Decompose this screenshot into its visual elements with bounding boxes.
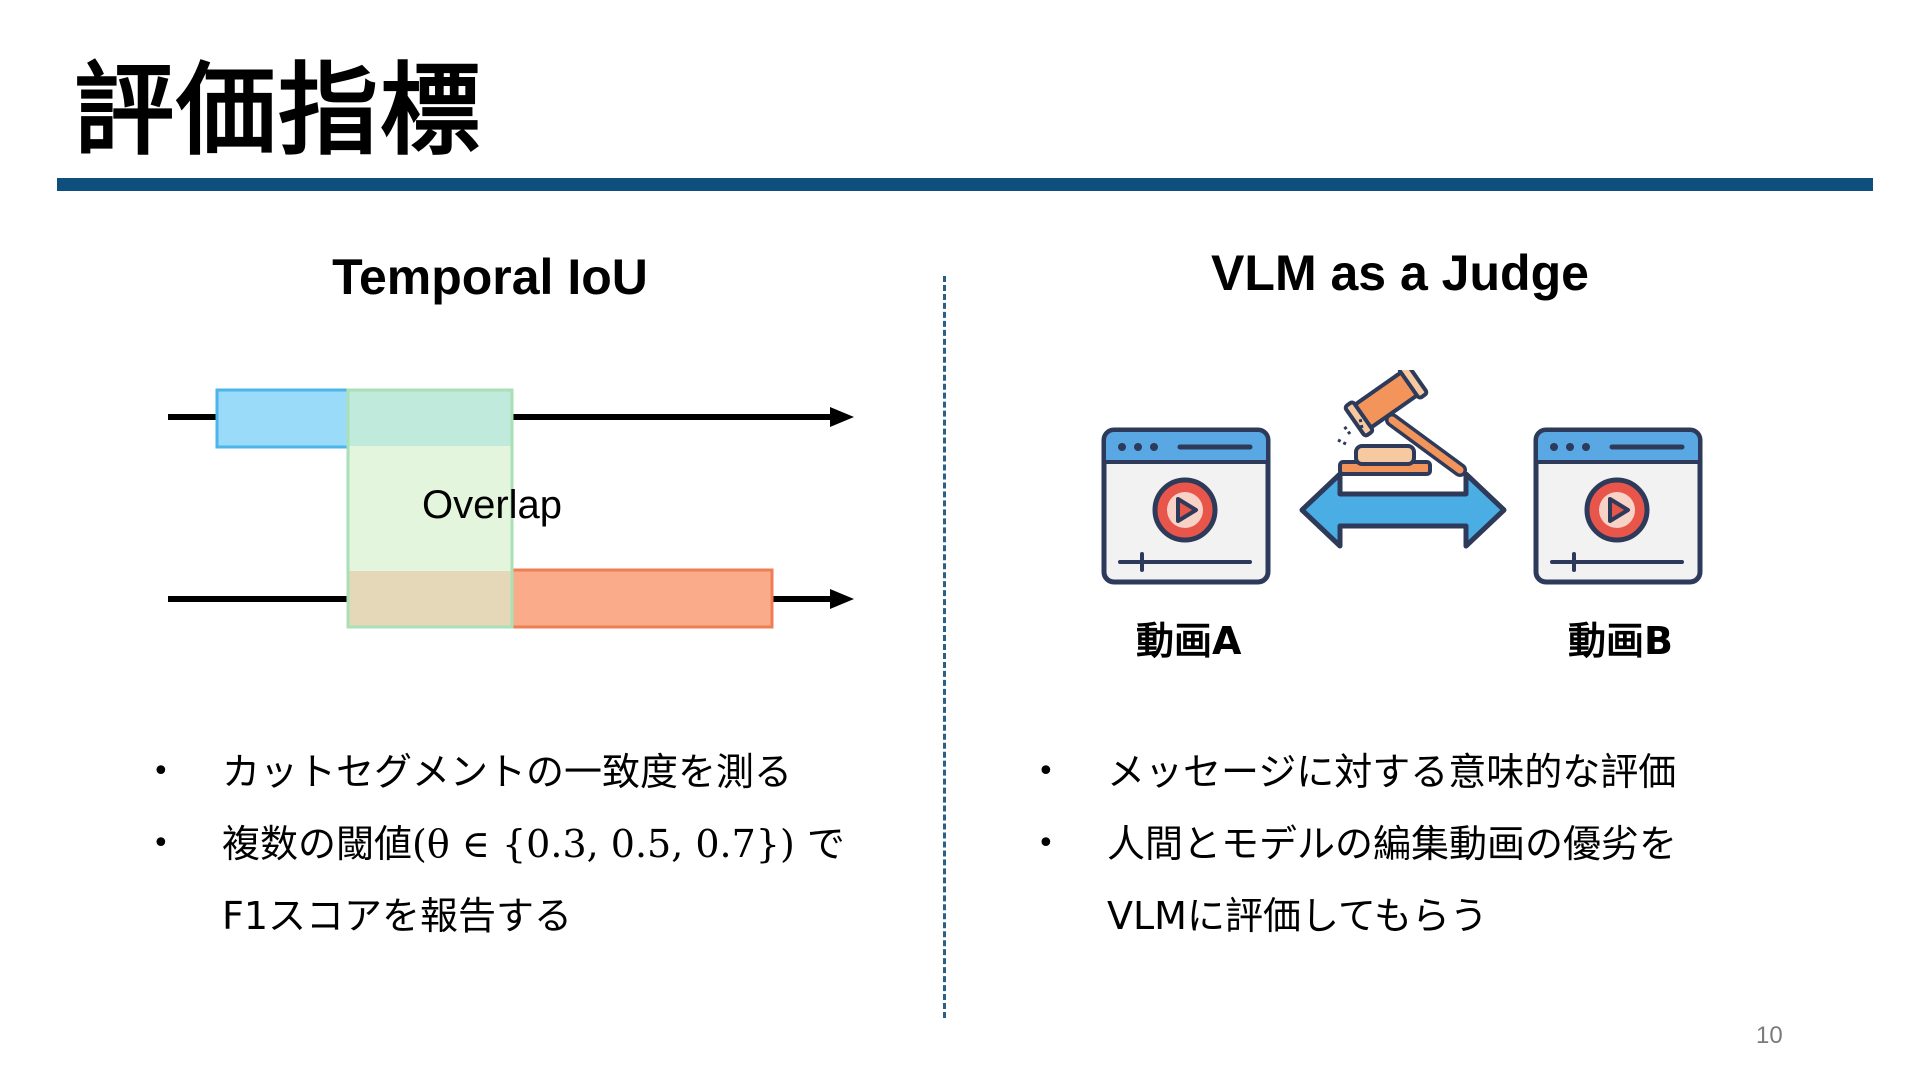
left-bullet-3-text: F1スコアを報告する <box>222 894 573 938</box>
right-bullet-2-continuation: VLMに評価してもらう <box>1107 880 1677 952</box>
vlm-judge-diagram <box>1101 370 1703 585</box>
overlap-top-band <box>349 391 511 446</box>
left-bullet-1-text: カットセグメントの一致度を測る <box>222 750 793 794</box>
bullet-dot: • <box>1037 826 1055 861</box>
video-window-b-icon <box>1533 427 1703 585</box>
right-bullet-2: • 人間とモデルの編集動画の優劣を <box>1037 808 1678 880</box>
temporal-iou-diagram: Overlap <box>168 388 854 629</box>
left-bullet-2-prefix: 複数の閾値 <box>222 822 413 866</box>
overlap-outline <box>346 388 514 629</box>
video-a-label: 動画A <box>1136 619 1242 663</box>
right-bullet-2-text: 人間とモデルの編集動画の優劣を <box>1107 822 1678 866</box>
left-bullet-list: • カットセグメントの一致度を測る • 複数の閾値(θ ∈ {0.3, 0.5,… <box>152 736 845 952</box>
right-bullet-1: • メッセージに対する意味的な評価 <box>1037 736 1677 808</box>
overlap-label: Overlap <box>422 483 562 527</box>
vlm-judge-heading: VLM as a Judge <box>1211 245 1589 301</box>
double-arrow-icon <box>1299 471 1507 549</box>
column-divider <box>943 276 946 1018</box>
title-rule <box>57 178 1873 191</box>
threshold-math: (θ ∈ {0.3, 0.5, 0.7}) <box>412 822 795 866</box>
left-bullet-2: • 複数の閾値(θ ∈ {0.3, 0.5, 0.7}) で <box>152 808 845 880</box>
right-bullet-1-text: メッセージに対する意味的な評価 <box>1107 750 1677 794</box>
gavel-icon <box>1337 370 1467 477</box>
right-bullet-list: • メッセージに対する意味的な評価 • 人間とモデルの編集動画の優劣を VLMに… <box>1037 736 1678 952</box>
video-b-label: 動画B <box>1568 619 1673 663</box>
overlap-bottom-band <box>349 571 511 626</box>
left-bullet-2-continuation: F1スコアを報告する <box>222 880 845 952</box>
slide-title: 評価指標 <box>74 52 482 169</box>
left-bullet-2-suffix: で <box>794 822 845 866</box>
video-window-a-icon <box>1101 427 1271 585</box>
timeline-b-arrowhead <box>830 589 854 609</box>
bullet-dot: • <box>152 826 170 861</box>
bullet-dot: • <box>152 754 170 789</box>
page-number: 10 <box>1756 1022 1783 1049</box>
timeline-a-arrowhead <box>830 407 854 427</box>
bullet-dot: • <box>1037 754 1055 789</box>
left-bullet-1: • カットセグメントの一致度を測る <box>152 736 845 808</box>
right-bullet-3-text: VLMに評価してもらう <box>1107 894 1488 938</box>
temporal-iou-heading: Temporal IoU <box>332 249 648 305</box>
